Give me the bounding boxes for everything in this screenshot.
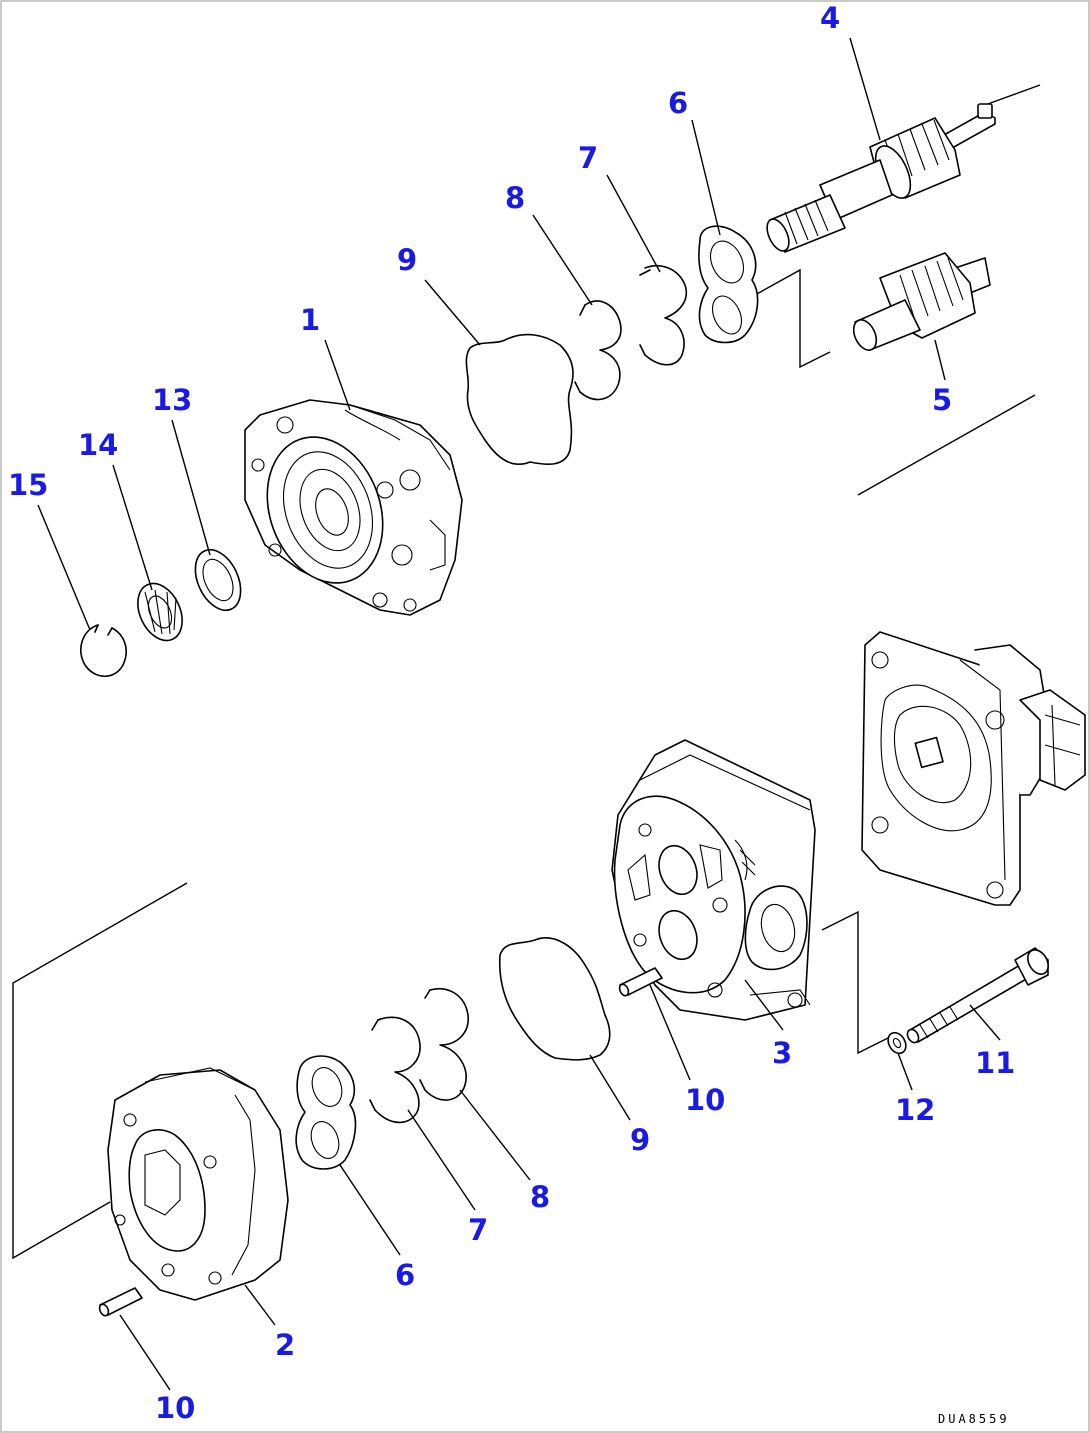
- callout-11: 11: [975, 1046, 1015, 1080]
- callout-8-upper: 8: [505, 181, 525, 215]
- callout-14: 14: [78, 428, 118, 462]
- callout-12: 12: [895, 1093, 935, 1127]
- callout-6-lower: 6: [395, 1258, 415, 1292]
- part-3-gear-case: [611, 739, 816, 1021]
- part-6-bushing-upper: [698, 225, 759, 344]
- callout-1: 1: [300, 303, 320, 337]
- callout-7-lower: 7: [468, 1213, 488, 1247]
- part-6-bushing-lower: [295, 1055, 357, 1170]
- part-8-seal-lower: [419, 988, 469, 1101]
- part-14-bearing: [137, 582, 183, 642]
- part-9-gasket-upper: [465, 333, 574, 466]
- callout-7-upper: 7: [578, 141, 598, 175]
- callout-8-lower: 8: [530, 1180, 550, 1214]
- callout-10-lower: 10: [155, 1391, 195, 1425]
- part-12-washer: [887, 1031, 907, 1055]
- drawing-number: DUA8559: [938, 1412, 1010, 1426]
- callout-13: 13: [152, 383, 192, 417]
- callout-9-lower: 9: [630, 1123, 650, 1157]
- callout-2: 2: [275, 1328, 295, 1362]
- callout-9-upper: 9: [397, 243, 417, 277]
- part-13-washer: [194, 548, 242, 612]
- part-1-front-cover: [244, 399, 463, 616]
- part-10-dowel-pin-upper: [618, 967, 663, 997]
- part-15-snap-ring: [80, 624, 127, 678]
- callout-3: 3: [772, 1036, 792, 1070]
- callout-10-upper: 10: [685, 1083, 725, 1117]
- part-5-driven-gear: [852, 252, 991, 351]
- leader-lines: [37, 37, 1001, 1391]
- part-7-backup-ring-lower: [369, 1016, 421, 1124]
- part-4-drive-shaft: [766, 103, 996, 253]
- callout-labels: 4 6 7 8 9 1 5 13 14 15 3 11 10 12 9 8 7 …: [8, 1, 1015, 1425]
- callout-5: 5: [932, 383, 952, 417]
- part-11-bolt: [906, 947, 1049, 1044]
- callout-4: 4: [820, 1, 840, 35]
- part-10-dowel-pin-lower: [98, 1287, 143, 1317]
- callout-15: 15: [8, 468, 48, 502]
- pump-assembly-rear: [861, 631, 1086, 906]
- callout-6-upper: 6: [668, 86, 688, 120]
- assembly-guide-lines: [12, 84, 1041, 1260]
- part-8-seal-upper: [574, 300, 622, 401]
- part-9-gasket-lower: [498, 937, 611, 1061]
- part-2-rear-housing: [107, 1067, 289, 1301]
- part-7-backup-ring-upper: [639, 264, 687, 366]
